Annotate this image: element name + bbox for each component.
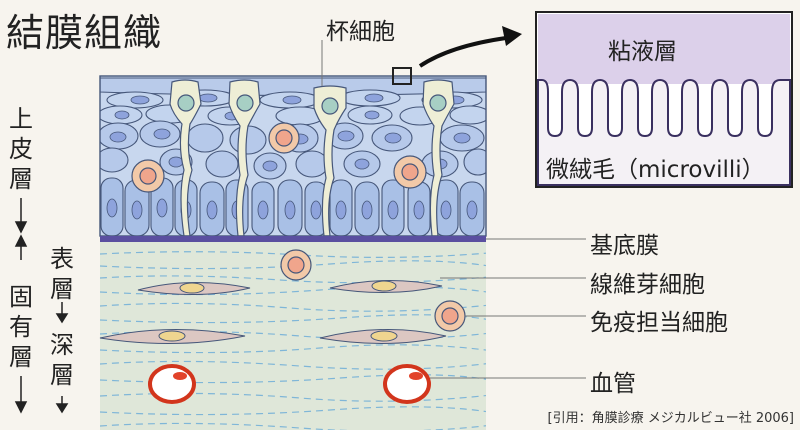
- basement-membrane-label: 基底膜: [590, 226, 659, 260]
- microvilli-label: 微絨毛（microvilli）: [546, 150, 765, 184]
- superficial-layer-label: 表層: [47, 244, 77, 304]
- fibroblast-label: 線維芽細胞: [590, 265, 705, 299]
- immune-cell-label: 免疫担当細胞: [590, 303, 728, 337]
- zoom-arrow: [420, 38, 506, 66]
- lamina-propria-layer-label: 固有層: [6, 282, 36, 372]
- goblet-cell-label: 杯細胞: [326, 12, 395, 46]
- deep-layer-label: 深層: [47, 330, 77, 390]
- zoom-arrow-head: [502, 26, 522, 46]
- mucus-layer-label: 粘液層: [608, 32, 677, 66]
- blood-vessel-label: 血管: [590, 364, 636, 398]
- basement-membrane: [100, 236, 486, 242]
- citation: [引用：角膜診療 メジカルビュー社 2006]: [548, 407, 795, 426]
- page-title: 結膜組織: [6, 2, 162, 57]
- epithelium-layer-label: 上皮層: [6, 104, 36, 194]
